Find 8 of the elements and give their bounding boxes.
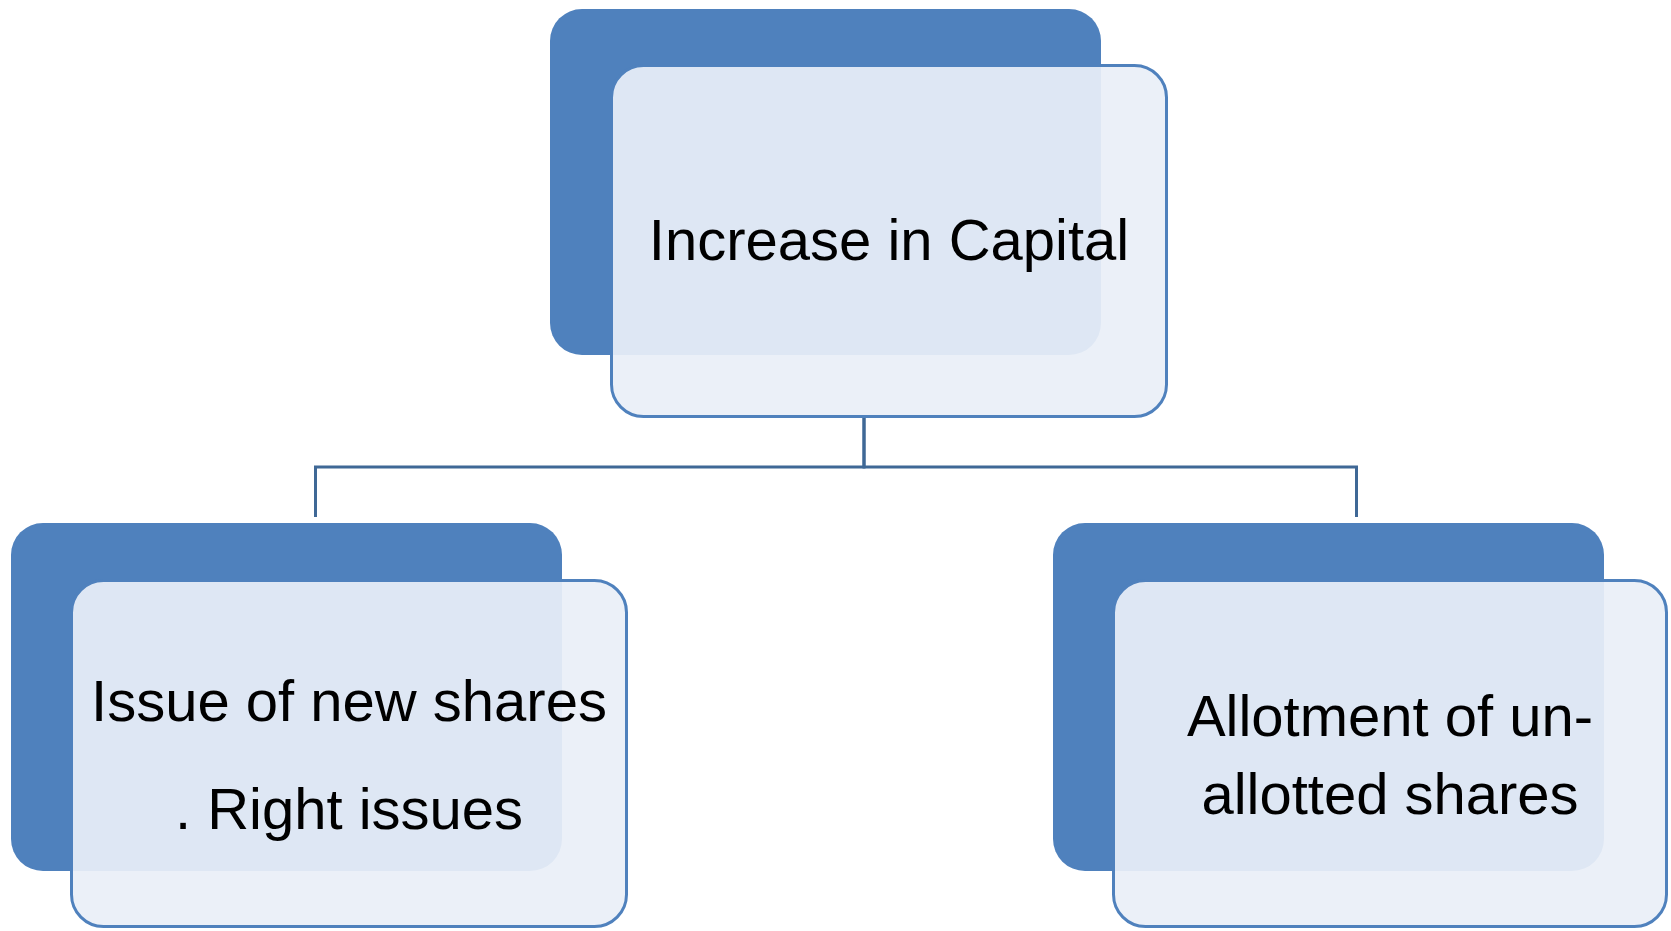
node-label: Issue of new shares [91, 667, 607, 735]
node-label: . Right issues [174, 775, 524, 843]
process-card [550, 9, 1168, 418]
process-card [11, 523, 628, 928]
process-card [1053, 523, 1668, 928]
node-label: Increase in Capital [648, 206, 1130, 274]
node-label: Allotment of un-allotted shares [1185, 682, 1595, 828]
connector-line [862, 418, 1358, 517]
